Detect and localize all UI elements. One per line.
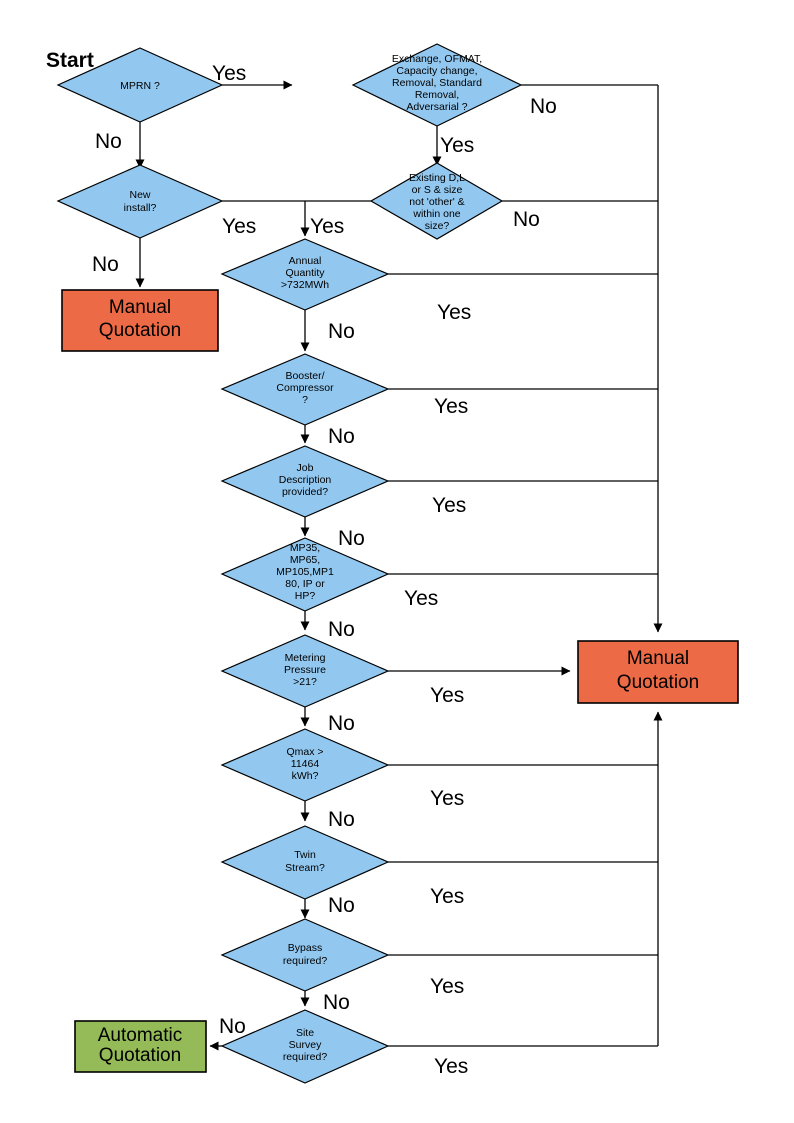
node-bypass-line2: required? — [283, 955, 328, 967]
node-exchange-line1: Exchange, OFMAT, — [392, 53, 482, 65]
node-qmax-line3: kWh? — [292, 770, 319, 782]
start-label: Start — [46, 49, 94, 72]
label-new-install-yes: Yes — [222, 215, 256, 238]
label-annual-no: No — [328, 320, 355, 343]
node-new-install[interactable]: New install? — [56, 164, 224, 239]
node-booster[interactable]: Booster/ Compressor ? — [220, 353, 390, 426]
node-exchange-line3: Removal, Standard — [392, 77, 482, 89]
label-mp-no: No — [328, 618, 355, 641]
label-site-yes: Yes — [434, 1055, 468, 1078]
node-site-survey[interactable]: Site Survey required? — [220, 1009, 390, 1084]
label-qmax-no: No — [328, 808, 355, 831]
manual-left-line1: Manual — [109, 297, 171, 318]
node-booster-line1: Booster/ — [285, 370, 324, 382]
node-exchange-line5: Adversarial ? — [406, 101, 467, 113]
node-mp-line2: MP65, — [290, 554, 320, 566]
node-automatic-quotation[interactable]: Automatic Quotation — [74, 1020, 207, 1073]
node-site-line2: Survey — [289, 1039, 322, 1051]
node-mprn[interactable]: MPRN ? — [56, 47, 224, 123]
label-site-no: No — [219, 1015, 246, 1038]
label-metering-yes: Yes — [430, 684, 464, 707]
label-exchange-yes: Yes — [440, 134, 474, 157]
node-new-install-line2: install? — [124, 202, 157, 214]
node-twin-stream[interactable]: Twin Stream? — [220, 825, 390, 900]
label-new-install-no: No — [92, 253, 119, 276]
node-mp-line5: HP? — [295, 590, 316, 602]
node-existing-line5: size? — [425, 220, 450, 232]
label-bypass-no: No — [323, 991, 350, 1014]
node-site-line3: required? — [283, 1051, 328, 1063]
label-mp-yes: Yes — [404, 587, 438, 610]
node-mp-line3: MP105,MP1 — [276, 566, 334, 578]
label-mprn-no: No — [95, 130, 122, 153]
node-existing-line2: or S & size — [412, 184, 463, 196]
node-manual-quotation-right[interactable]: Manual Quotation — [577, 640, 739, 704]
automatic-line1: Automatic — [98, 1025, 182, 1046]
label-job-no: No — [338, 527, 365, 550]
label-mprn-yes: Yes — [212, 62, 246, 85]
node-existing[interactable]: Existing D,L or S & size not 'other' & w… — [369, 162, 504, 240]
manual-right-line2: Quotation — [617, 672, 699, 693]
label-bypass-yes: Yes — [430, 975, 464, 998]
label-exchange-no: No — [530, 95, 557, 118]
node-exchange[interactable]: Exchange, OFMAT, Capacity change, Remova… — [351, 43, 523, 127]
label-metering-no: No — [328, 712, 355, 735]
label-booster-no: No — [328, 425, 355, 448]
label-job-yes: Yes — [432, 494, 466, 517]
node-existing-line1: Existing D,L — [409, 172, 465, 184]
node-exchange-line2: Capacity change, — [396, 65, 477, 77]
node-job-line2: Description — [279, 474, 332, 486]
node-booster-line2: Compressor — [276, 382, 334, 394]
node-manual-quotation-left[interactable]: Manual Quotation — [61, 289, 219, 352]
label-existing-no: No — [513, 208, 540, 231]
node-new-install-line1: New — [129, 189, 150, 201]
node-booster-line3: ? — [302, 394, 308, 406]
node-mp-line4: 80, IP or — [285, 578, 325, 590]
node-job-line1: Job — [297, 462, 314, 474]
label-twin-no: No — [328, 894, 355, 917]
node-annual-quantity[interactable]: Annual Quantity >732MWh — [220, 238, 390, 311]
node-qmax-line1: Qmax > — [286, 746, 323, 758]
node-mp-types[interactable]: MP35, MP65, MP105,MP1 80, IP or HP? — [220, 537, 390, 612]
node-existing-line3: not 'other' & — [409, 196, 464, 208]
node-mp-line1: MP35, — [290, 542, 320, 554]
node-metering-line3: >21? — [293, 676, 317, 688]
label-annual-yes: Yes — [437, 301, 471, 324]
manual-left-line2: Quotation — [99, 320, 181, 341]
automatic-line2: Quotation — [99, 1045, 181, 1066]
node-bypass-line1: Bypass — [288, 942, 322, 954]
node-annual-line2: Quantity — [285, 267, 325, 279]
node-job-description[interactable]: Job Description provided? — [220, 445, 390, 518]
node-metering-line1: Metering — [285, 652, 326, 664]
node-mprn-label: MPRN ? — [120, 80, 160, 92]
label-booster-yes: Yes — [434, 395, 468, 418]
node-metering-line2: Pressure — [284, 664, 326, 676]
node-annual-line3: >732MWh — [281, 279, 329, 291]
node-qmax-line2: 11464 — [291, 758, 320, 770]
label-existing-yes: Yes — [310, 215, 344, 238]
node-qmax[interactable]: Qmax > 11464 kWh? — [220, 728, 390, 802]
node-existing-line4: within one — [412, 208, 460, 220]
node-job-line3: provided? — [282, 486, 328, 498]
label-twin-yes: Yes — [430, 885, 464, 908]
node-exchange-line4: Removal, — [415, 89, 459, 101]
node-twin-line2: Stream? — [285, 862, 325, 874]
node-site-line1: Site — [296, 1027, 314, 1039]
node-twin-line1: Twin — [294, 849, 316, 861]
label-qmax-yes: Yes — [430, 787, 464, 810]
manual-right-line1: Manual — [627, 648, 689, 669]
node-bypass[interactable]: Bypass required? — [220, 918, 390, 992]
node-annual-line1: Annual — [289, 255, 322, 267]
node-metering-pressure[interactable]: Metering Pressure >21? — [220, 634, 390, 708]
